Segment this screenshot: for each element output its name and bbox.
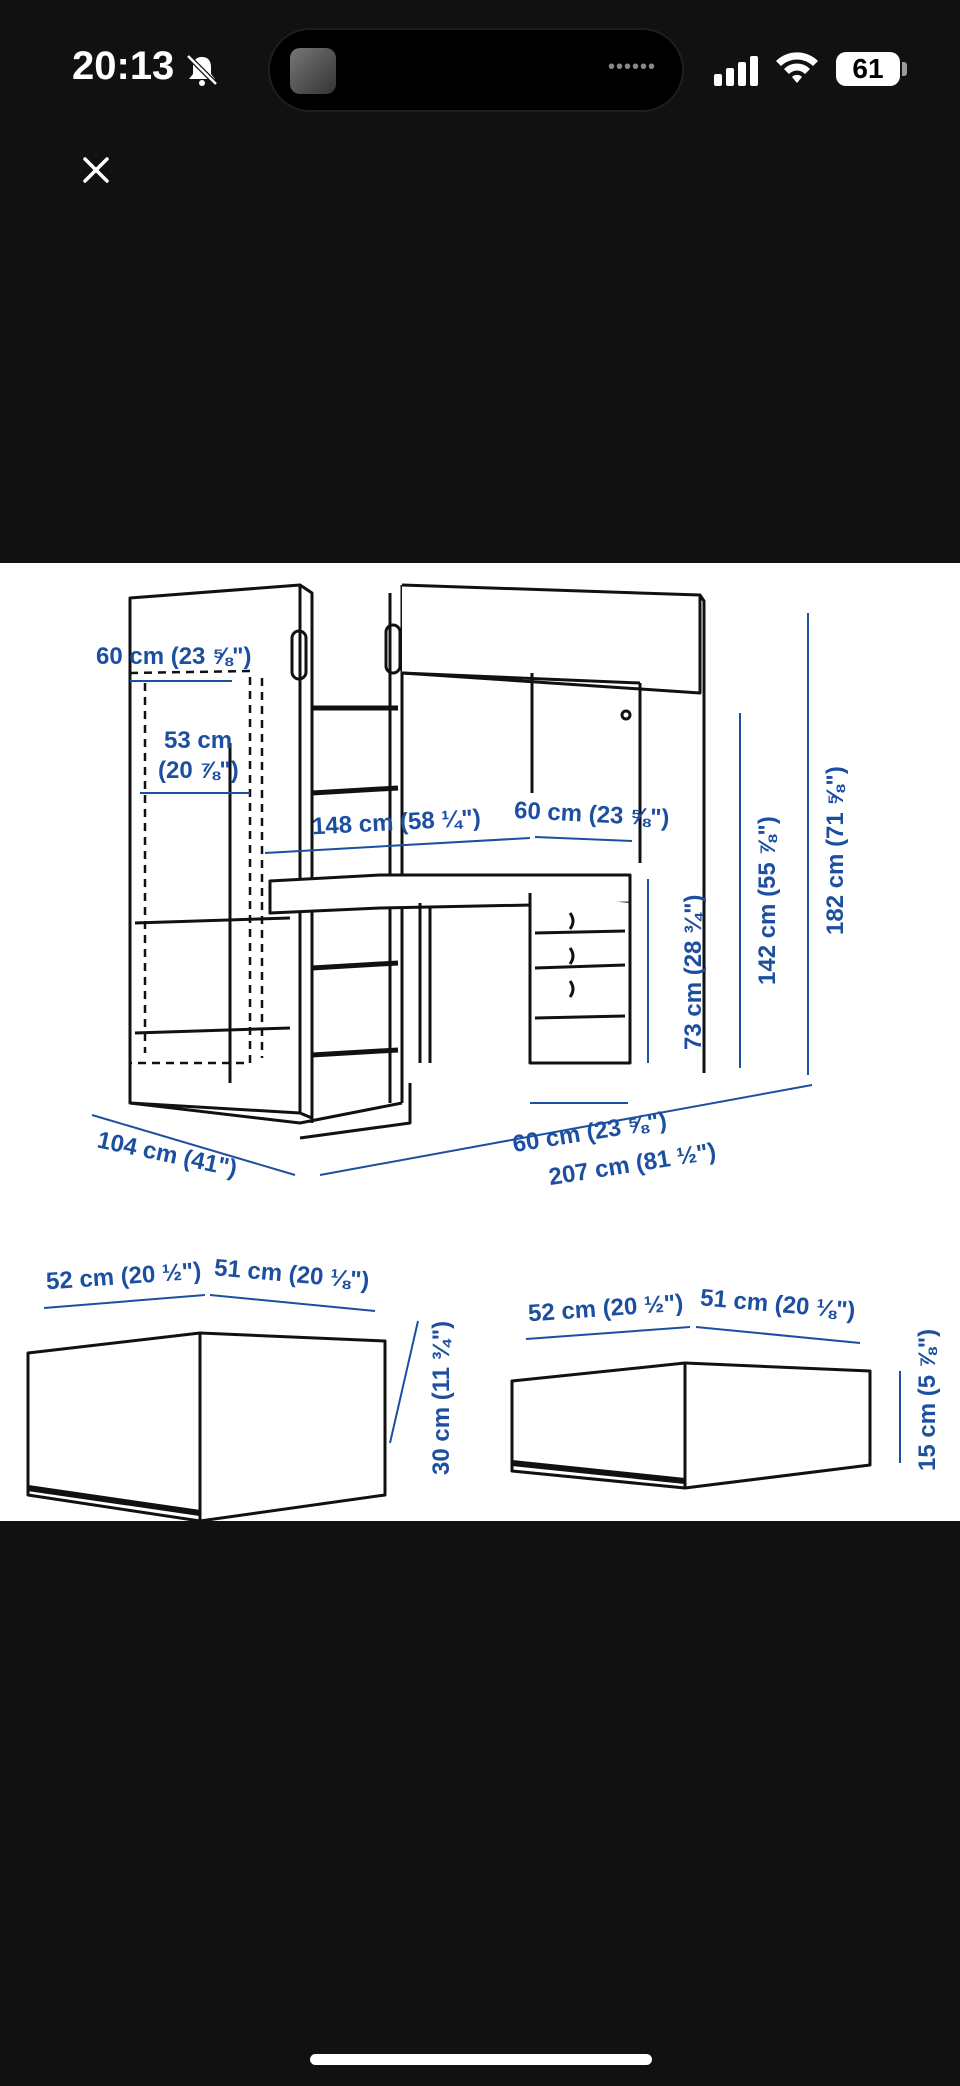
battery-icon: 61 [836,52,900,86]
dim-drawer2-height: 15 cm (5 ⅞") [914,1328,941,1471]
dynamic-island[interactable]: •••••• [268,28,684,112]
status-bar: 20:13 •••••• 61 [0,0,960,140]
dimension-diagram: 60 cm (23 ⅝") 53 cm (20 ⅞") 148 cm (58 ¼… [0,563,960,1521]
battery-tip [902,62,907,76]
dim-desk-height: 73 cm (28 ¾") [680,894,707,1050]
close-icon[interactable] [76,150,116,190]
dim-inner-width-line2: (20 ⅞") [158,757,239,784]
dim-width-top: 60 cm (23 ⅝") [96,643,252,670]
dim-drawer1-height: 30 cm (11 ¾") [428,1320,455,1475]
signal-icon [714,56,758,86]
dim-total-height: 182 cm (71 ⅝") [822,766,849,935]
media-thumbnail [290,48,336,94]
status-time: 20:13 [72,44,175,88]
dim-inner-width-line1: 53 cm [164,727,233,754]
home-indicator[interactable] [310,2054,652,2065]
dim-under-height: 142 cm (55 ⅞") [754,816,781,985]
drawer-drawings [26,1331,872,1521]
loft-bed-drawing [26,583,901,1521]
waveform-icon: •••••• [607,56,656,78]
bell-slash-icon [186,54,218,86]
wifi-icon [776,52,818,83]
